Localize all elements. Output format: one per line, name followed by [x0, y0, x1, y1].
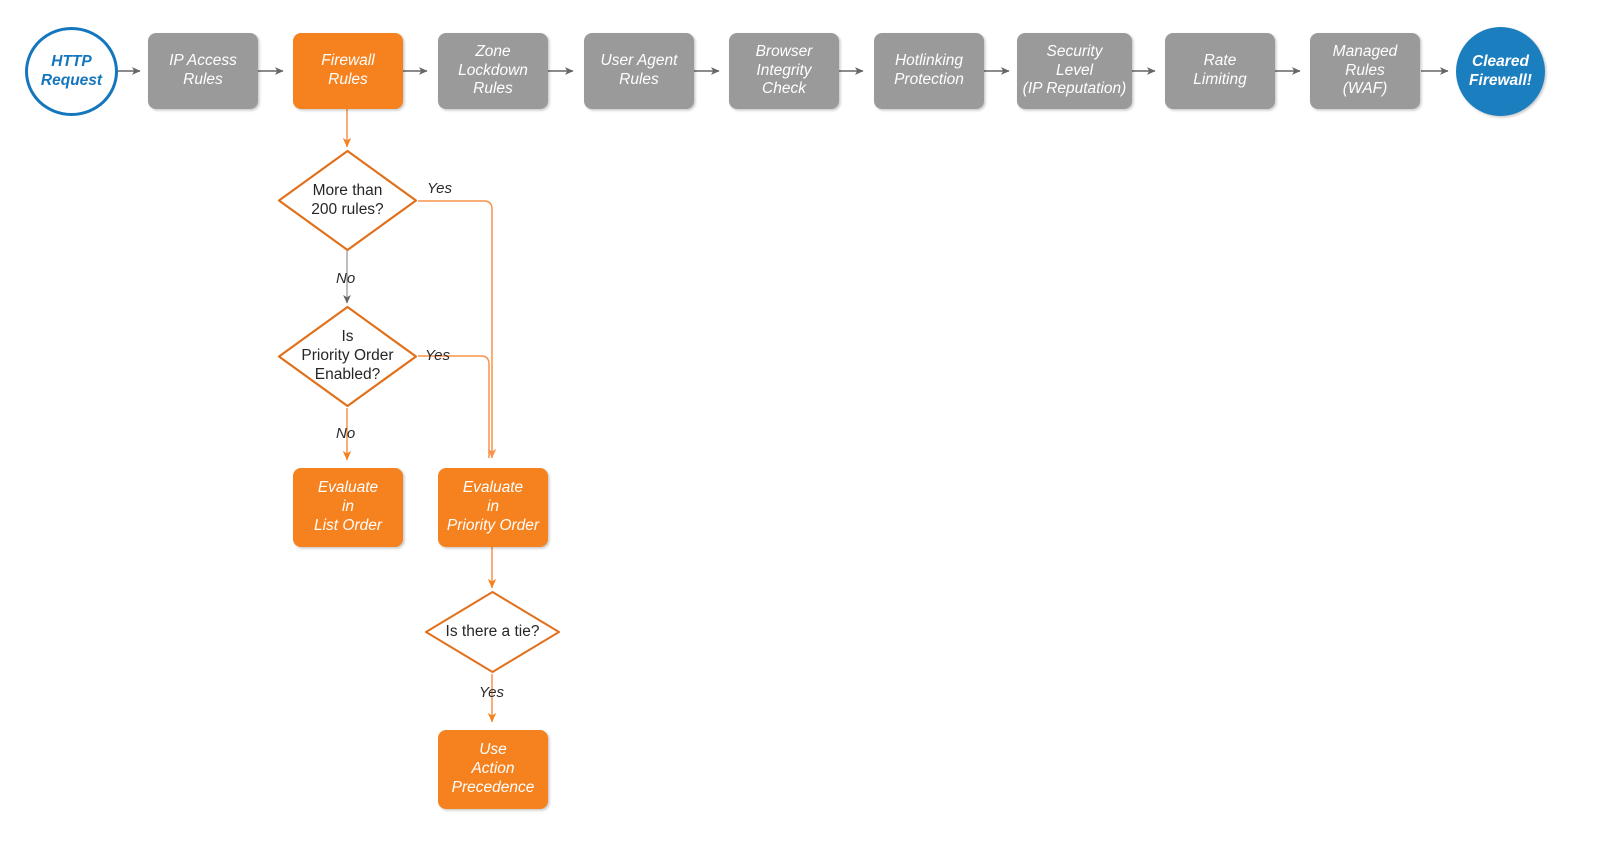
- node-label: Evaluate in Priority Order: [446, 479, 540, 534]
- node-label: Hotlinking Protection: [894, 52, 964, 88]
- edge-label-yes-2: Yes: [425, 347, 451, 364]
- diamond-shape: [425, 591, 560, 673]
- node-label: Browser Integrity Check: [755, 42, 813, 98]
- node-evaluate-priority-order[interactable]: Evaluate in Priority Order: [438, 468, 548, 547]
- node-label: HTTP Request: [40, 52, 103, 89]
- node-use-action-precedence[interactable]: Use Action Precedence: [438, 730, 548, 809]
- node-rate-limiting[interactable]: Rate Limiting: [1165, 33, 1275, 109]
- decision-label: More than 200 rules?: [311, 181, 384, 218]
- edge-label-yes-3: Yes: [479, 684, 505, 701]
- node-label: IP Access Rules: [169, 52, 237, 88]
- edge-label-no-2: No: [336, 425, 356, 442]
- node-security-level[interactable]: Security Level (IP Reputation): [1017, 33, 1132, 109]
- node-http-request[interactable]: HTTP Request: [25, 27, 118, 116]
- node-firewall-rules[interactable]: Firewall Rules: [293, 33, 403, 109]
- node-label: User Agent Rules: [600, 52, 678, 88]
- decision-label: Is Priority Order Enabled?: [301, 328, 394, 383]
- node-label: Security Level (IP Reputation): [1022, 42, 1127, 98]
- edge-decision2-yes: [418, 355, 490, 458]
- node-label: Cleared Firewall!: [1469, 52, 1532, 89]
- node-label: Zone Lockdown Rules: [458, 42, 528, 98]
- node-ip-access-rules[interactable]: IP Access Rules: [148, 33, 258, 109]
- edge-decision1-yes: [418, 200, 497, 459]
- decision-priority-order-enabled[interactable]: Is Priority Order Enabled?: [276, 304, 419, 409]
- node-managed-rules-waf[interactable]: Managed Rules (WAF): [1310, 33, 1420, 109]
- node-label: Evaluate in List Order: [313, 479, 383, 534]
- node-label: Managed Rules (WAF): [1332, 42, 1398, 98]
- diamond-shape: [277, 305, 418, 408]
- decision-more-than-200-rules[interactable]: More than 200 rules?: [276, 148, 419, 253]
- node-zone-lockdown-rules[interactable]: Zone Lockdown Rules: [438, 33, 548, 109]
- node-label: Rate Limiting: [1193, 52, 1247, 88]
- node-hotlinking-protection[interactable]: Hotlinking Protection: [874, 33, 984, 109]
- node-evaluate-list-order[interactable]: Evaluate in List Order: [293, 468, 403, 547]
- node-user-agent-rules[interactable]: User Agent Rules: [584, 33, 694, 109]
- node-label: Use Action Precedence: [451, 741, 535, 796]
- edge-label-no-1: No: [336, 270, 356, 287]
- diamond-shape: [277, 149, 418, 252]
- node-browser-integrity-check[interactable]: Browser Integrity Check: [729, 33, 839, 109]
- edge-label-yes-1: Yes: [427, 180, 453, 197]
- node-cleared-firewall[interactable]: Cleared Firewall!: [1456, 27, 1545, 116]
- node-label: Firewall Rules: [321, 52, 375, 88]
- decision-label: Is there a tie?: [445, 622, 540, 640]
- decision-is-there-a-tie[interactable]: Is there a tie?: [423, 589, 562, 675]
